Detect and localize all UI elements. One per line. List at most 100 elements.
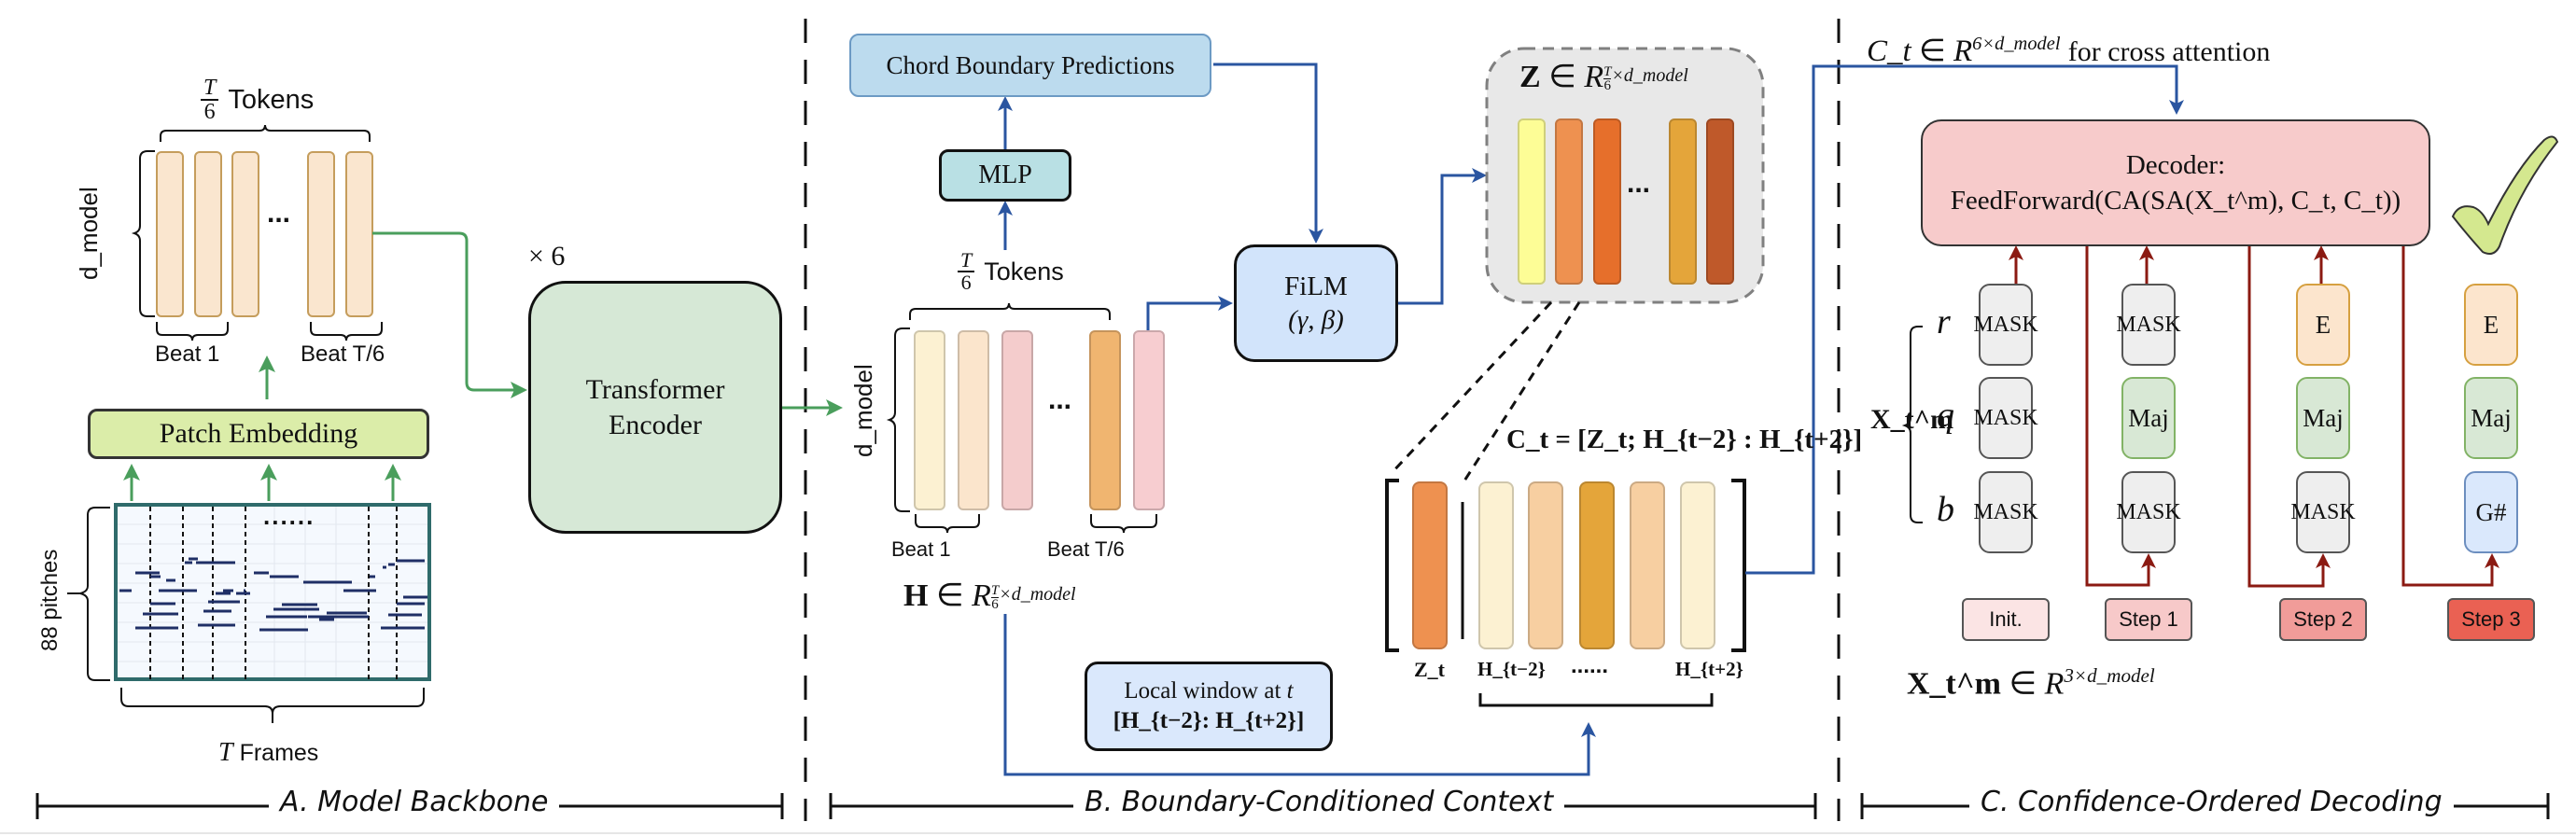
beat1-label-a: Beat 1 (155, 341, 220, 367)
decoder-line2: FeedForward(CA(SA(X_t^m), C_t, C_t)) (1950, 186, 2401, 216)
token-bar-a (194, 151, 222, 317)
x-eq-sup: 3×d_model (2064, 664, 2155, 687)
token-bar-b (1001, 330, 1033, 510)
token-bar-a (345, 151, 373, 317)
token-cell: MASK (1973, 471, 2038, 553)
z-eq-set: R (1584, 60, 1604, 94)
beatlast-brace-a (310, 322, 383, 341)
pitches-label: 88 pitches (37, 549, 63, 651)
h-eq-sup-num: T (990, 582, 1000, 598)
ct-text: for cross attention (2067, 36, 2271, 67)
token-cell: MASK (2116, 284, 2181, 366)
token-bar-window (1680, 481, 1715, 649)
z-ellipsis: ... (1627, 168, 1651, 199)
z-eq-in: ∈ (1548, 60, 1576, 94)
tokens-fraction-den: 6 (203, 100, 216, 124)
tokens-fraction-den-b: 6 (960, 271, 972, 294)
row-label-b: b (1937, 490, 1954, 529)
arrow-chord-to-film (1213, 63, 1323, 244)
local-window-line2: [H_{t−2}: H_{t+2}] (1113, 708, 1305, 733)
x-brace (1901, 326, 1923, 523)
decoder-block[interactable]: Decoder: FeedForward(CA(SA(X_t^m), C_t, … (1921, 119, 2430, 246)
row-label-r: r (1937, 302, 1951, 341)
ct-equation: C_t = [Z_t; H_{t−2} : H_{t+2}] (1506, 425, 1863, 454)
beat1-label-b: Beat 1 (891, 537, 951, 561)
tokens-label-a: T 6 Tokens (201, 77, 314, 123)
ellipsis-b: ... (1048, 384, 1072, 415)
token-bar-b (1089, 330, 1121, 510)
x-label: X_t^m (1870, 404, 1954, 435)
tokens-text-b: Tokens (984, 257, 1064, 286)
patch-embedding-block[interactable]: Patch Embedding (88, 409, 429, 459)
tokens-brace-b (909, 302, 1111, 320)
frames-label: T Frames (218, 738, 318, 768)
arrow-decoder-to-step3 (2401, 244, 2499, 587)
tokens-label-b: T 6 Tokens (958, 250, 1064, 293)
token-cell: Maj (2121, 377, 2176, 459)
token-bar-b (914, 330, 945, 510)
token-cell: MASK (2116, 471, 2181, 553)
x-eq-set: R (2044, 666, 2065, 702)
h-eq-set: R (972, 578, 991, 613)
beatlast-label-a: Beat T/6 (301, 341, 385, 367)
step-badge: Init. (1962, 598, 2050, 641)
h-dots: ...... (1571, 653, 1609, 678)
step-badge: Step 1 (2105, 598, 2192, 641)
token-bar-a (231, 151, 259, 317)
ct-set: R (1953, 35, 1973, 68)
token-bar-z (1555, 118, 1583, 285)
ct-sup: 6×d_model (1972, 34, 2061, 54)
film-block[interactable]: FiLM (γ, β) (1234, 244, 1398, 362)
token-cell: Maj (2296, 377, 2350, 459)
h-last-label: H_{t+2} (1675, 658, 1743, 680)
window-bracket-right (1731, 479, 1746, 652)
tokens-brace-a (160, 124, 371, 142)
transformer-encoder-block[interactable]: Transformer Encoder (528, 281, 782, 534)
local-window-block[interactable]: Local window at t [H_{t−2}: H_{t+2}] (1085, 662, 1333, 751)
chord-boundary-predictions-block[interactable]: Chord Boundary Predictions (849, 34, 1211, 97)
token-bar-z (1669, 118, 1697, 285)
piano-roll (114, 503, 431, 682)
token-bar-b (1133, 330, 1165, 510)
token-cell: MASK (2290, 471, 2356, 553)
h-eq-sup-den: 6 (991, 596, 999, 612)
token-bar-window (1412, 481, 1448, 649)
tokens-text: Tokens (228, 84, 315, 115)
encoder-line2: Encoder (609, 409, 702, 440)
token-bar-window (1528, 481, 1563, 649)
local-window-line1: Local window at (1124, 678, 1281, 704)
h-eq-lhs: H (903, 578, 929, 613)
encoder-line1: Transformer (585, 373, 725, 405)
tokens-fraction-num: T (201, 77, 219, 101)
mlp-block[interactable]: MLP (939, 149, 1071, 202)
arrow-h-to-window (1003, 614, 1596, 776)
checkmark-icon (2451, 135, 2559, 255)
section-title-a: A. Model Backbone (269, 786, 560, 818)
token-bar-a (307, 151, 335, 317)
arrow-tokens-to-encoder (372, 231, 527, 398)
token-cell: E (2464, 284, 2518, 366)
token-bar-z (1706, 118, 1734, 285)
step-badge: Step 3 (2447, 598, 2535, 641)
z-eq-sup-num: T (1603, 63, 1612, 79)
cross-attention-label: C_t ∈ R6×d_model for cross attention (1867, 32, 2270, 69)
section-title-b: B. Boundary-Conditioned Context (1073, 786, 1565, 818)
beatlast-brace-b (1090, 514, 1157, 534)
z-eq-sup-rest: ×d_model (1611, 64, 1688, 86)
token-bar-z (1593, 118, 1621, 285)
h-eq-in: ∈ (935, 578, 964, 613)
token-cell: G# (2464, 471, 2518, 553)
dmodel-brace-a (131, 150, 155, 317)
zoom-connector-left (1389, 300, 1553, 476)
repeat-label: × 6 (528, 241, 566, 272)
section-title-c: C. Confidence-Ordered Decoding (1969, 786, 2454, 818)
dmodel-brace-b (886, 327, 910, 512)
arrow-decoder-to-step2 (2247, 244, 2331, 588)
ct-lhs: C_t (1867, 35, 1911, 68)
decoder-line1: Decoder: (2125, 150, 2226, 180)
window-bracket-left (1385, 479, 1399, 652)
arrow-window-to-decoder (1745, 64, 2184, 575)
